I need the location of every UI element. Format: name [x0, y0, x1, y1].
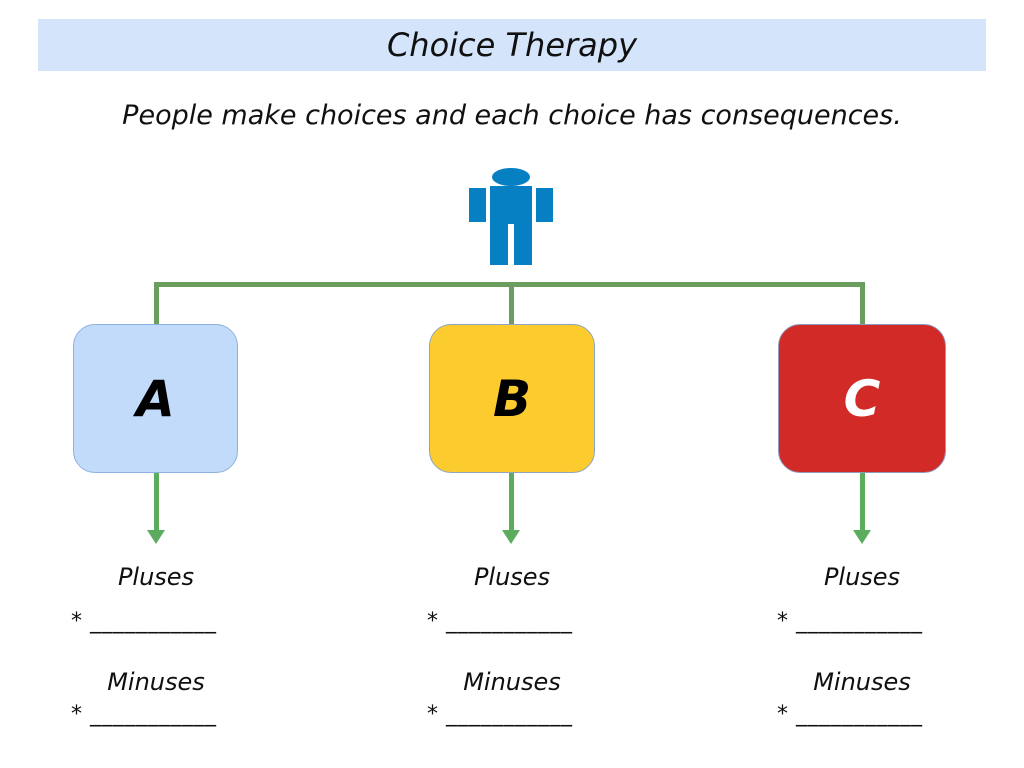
- subtitle: People make choices and each choice has …: [122, 100, 902, 131]
- arrow-head-c: [853, 530, 871, 544]
- connector-stub-c: [860, 282, 865, 324]
- pluses-blank-a: * ___________: [71, 609, 217, 634]
- notes-column-b: Pluses * ___________ Minuses * _________…: [427, 560, 597, 750]
- choice-box-a: A: [73, 324, 238, 473]
- header-bar: Choice Therapy: [38, 19, 986, 71]
- person-icon-right-arm: [536, 188, 553, 222]
- notes-column-c: Pluses * ___________ Minuses * _________…: [777, 560, 947, 750]
- connector-stub-a: [154, 282, 159, 324]
- minuses-label-c: Minuses: [813, 668, 911, 696]
- arrow-head-a: [147, 530, 165, 544]
- pluses-blank-b: * ___________: [427, 609, 573, 634]
- choice-box-a-label: A: [136, 369, 175, 428]
- minuses-blank-c: * ___________: [777, 702, 923, 727]
- pluses-blank-c: * ___________: [777, 609, 923, 634]
- choice-box-b-label: B: [492, 369, 532, 428]
- minuses-label-a: Minuses: [107, 668, 205, 696]
- notes-column-a: Pluses * ___________ Minuses * _________…: [71, 560, 241, 750]
- page-title: Choice Therapy: [386, 26, 638, 64]
- choice-box-b: B: [429, 324, 595, 473]
- pluses-label-c: Pluses: [823, 563, 901, 591]
- minuses-label-b: Minuses: [463, 668, 561, 696]
- person-icon-left-leg: [490, 224, 508, 265]
- person-icon-torso: [490, 186, 532, 224]
- connector-stub-b: [509, 282, 514, 324]
- arrow-head-b: [502, 530, 520, 544]
- person-icon-right-leg: [514, 224, 532, 265]
- arrow-shaft-a: [154, 473, 159, 531]
- minuses-blank-a: * ___________: [71, 702, 217, 727]
- pluses-label-a: Pluses: [117, 563, 195, 591]
- person-icon-head: [492, 168, 530, 186]
- minuses-blank-b: * ___________: [427, 702, 573, 727]
- arrow-shaft-c: [860, 473, 865, 531]
- choice-box-c: C: [778, 324, 946, 473]
- choice-box-c-label: C: [843, 369, 881, 428]
- arrow-shaft-b: [509, 473, 514, 531]
- person-icon-left-arm: [469, 188, 486, 222]
- pluses-label-b: Pluses: [473, 563, 551, 591]
